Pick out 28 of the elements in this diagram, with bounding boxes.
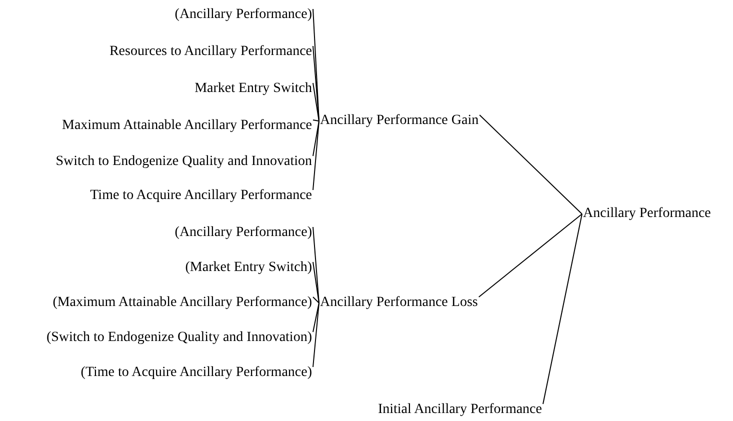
connector-line <box>312 120 320 190</box>
variable-label: Switch to Endogenize Quality and Innovation <box>54 154 314 170</box>
variable-label: (Market Entry Switch) <box>183 260 314 276</box>
variable-label: (Ancillary Performance) <box>172 7 314 23</box>
variable-label: Ancillary Performance <box>581 206 713 222</box>
variable-label: Time to Acquire Ancillary Performance <box>88 188 314 204</box>
variable-label: Resources to Ancillary Performance <box>107 44 314 60</box>
connector-line <box>312 120 320 156</box>
variable-label: (Switch to Endogenize Quality and Innovation) <box>44 330 314 346</box>
connector-line <box>312 226 320 304</box>
connector-line <box>312 302 320 368</box>
connector-line <box>478 214 582 298</box>
connector-line <box>312 296 320 304</box>
connector-line <box>479 114 582 214</box>
variable-label: Maximum Attainable Ancillary Performance <box>60 118 314 134</box>
variable-label: Ancillary Performance Gain <box>318 113 481 129</box>
connector-line <box>312 302 320 332</box>
variable-label: (Ancillary Performance) <box>172 225 314 241</box>
variable-label: Market Entry Switch <box>192 81 314 97</box>
connector-line <box>312 120 320 122</box>
connector-line <box>312 82 320 122</box>
variable-label: Initial Ancillary Performance <box>376 402 544 418</box>
connector-line <box>312 262 320 304</box>
variable-label: (Maximum Attainable Ancillary Performance) <box>50 295 314 311</box>
connector-line <box>312 46 320 122</box>
variable-label: (Time to Acquire Ancillary Performance) <box>78 365 314 381</box>
variable-label: Ancillary Performance Loss <box>318 295 480 311</box>
connector-line <box>542 214 582 404</box>
